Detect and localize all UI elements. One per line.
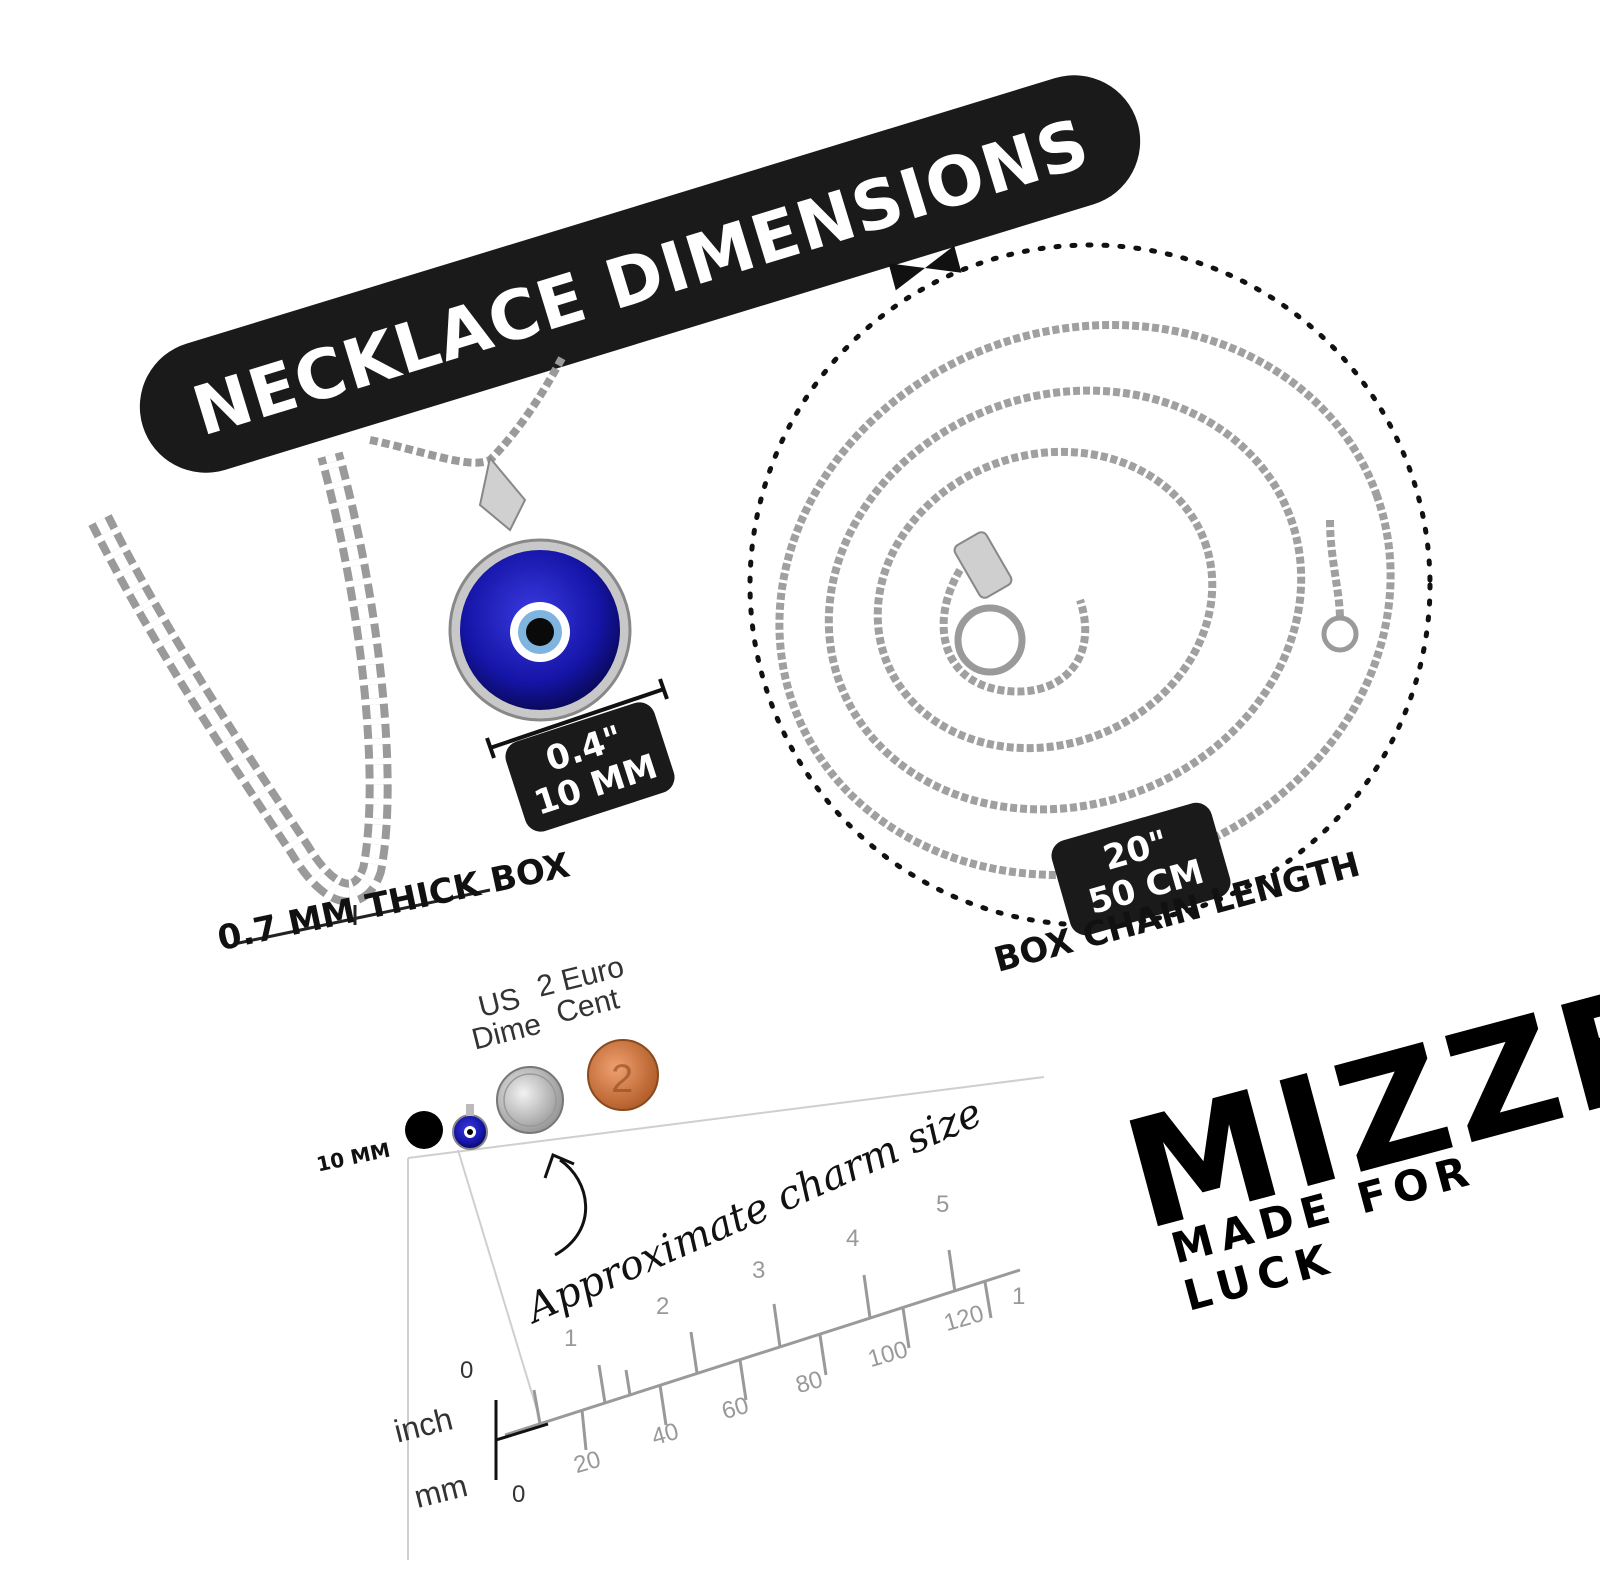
spring-ring-clasp <box>953 531 1026 676</box>
thickness-indicator <box>233 888 491 946</box>
mm-tick-0: 0 <box>512 1481 526 1508</box>
inch-tick-1: 1 <box>564 1325 578 1352</box>
length-dotted-circle <box>747 242 1433 928</box>
ruler-axis <box>494 1400 549 1480</box>
inch-tick-2: 2 <box>656 1293 670 1320</box>
charm-size-bracket <box>485 678 669 759</box>
svg-text:2: 2 <box>611 1057 633 1101</box>
bow-marker <box>888 245 962 291</box>
us-dime-icon <box>496 1066 564 1134</box>
inch-tick-5: 5 <box>936 1191 950 1218</box>
euro-cent-icon: 2 <box>587 1039 659 1111</box>
inch-tick-0: 0 <box>460 1357 474 1384</box>
evil-eye-charm <box>448 538 632 722</box>
inch-tick-3: 3 <box>752 1257 766 1284</box>
small-charm-icon <box>452 1104 488 1150</box>
curved-arrow-icon <box>543 1152 588 1257</box>
ten-mm-dot <box>405 1111 443 1149</box>
mm-tick-overflow: 1 <box>1012 1283 1026 1310</box>
inch-tick-4: 4 <box>846 1225 860 1252</box>
ruler <box>504 1249 1021 1451</box>
